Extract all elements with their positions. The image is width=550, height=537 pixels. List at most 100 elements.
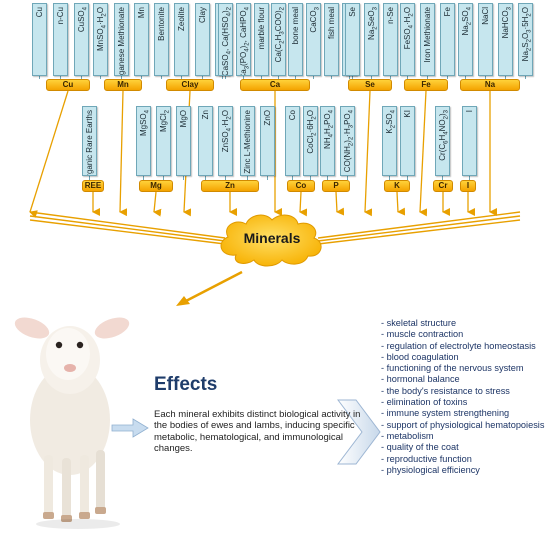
- source-box-cu: n-Cu: [53, 3, 68, 76]
- hub-co: Co: [287, 180, 315, 192]
- source-label: Na2SO4: [460, 7, 473, 36]
- source-label: Mn: [136, 7, 146, 19]
- source-box-clay: Clay: [195, 3, 210, 76]
- hub-connector-p: [335, 191, 345, 216]
- effect-item: - reproductive function: [381, 453, 472, 464]
- source-label: Bentonite: [156, 7, 166, 41]
- arrow-to-effects: [111, 418, 149, 438]
- hub-connector-cu: [29, 90, 69, 218]
- source-label: Na2SeO3: [366, 7, 379, 40]
- source-box-i: I: [462, 106, 477, 176]
- hub-fe: Fe: [404, 79, 448, 91]
- hub-connector-se: [364, 90, 373, 217]
- source-label: Zn: [200, 110, 210, 120]
- source-box-fe: Iron Methionate: [420, 3, 435, 76]
- source-label: Co: [287, 110, 297, 121]
- effect-item: - hormonal balance: [381, 374, 460, 385]
- hub-ree: REE: [82, 180, 104, 192]
- arrow-to-lamb: [176, 270, 243, 306]
- source-box-cr: Cr(C6H4NO2)3: [435, 106, 450, 176]
- source-box-mg: MgCl2: [156, 106, 171, 176]
- source-box-co: Co: [285, 106, 300, 176]
- source-box-fe: FeSO4·H2O: [400, 3, 415, 76]
- source-box-na: NaHCO3: [498, 3, 513, 76]
- source-box-mg: MgSO4: [136, 106, 151, 176]
- source-box-mn: Manganese Methionate: [114, 3, 129, 76]
- effects-chevron: [337, 399, 381, 465]
- source-label: Ca(C2H3COO)2: [273, 7, 286, 63]
- source-label: MgO: [178, 110, 188, 128]
- effects-list: - skeletal structure- muscle contraction…: [381, 318, 549, 476]
- source-label: NaCl: [480, 7, 490, 25]
- source-label: n-Cu: [55, 7, 65, 25]
- source-box-mn: Mn: [134, 3, 149, 76]
- source-label: CoCl2·6H2O: [305, 110, 318, 154]
- effect-item: - physiological efficiency: [381, 464, 480, 475]
- source-label: Cu: [34, 7, 44, 18]
- source-box-p: CO(NH2)2·H3PO4: [340, 106, 355, 176]
- source-label: K2SO4: [384, 110, 397, 134]
- source-label: NH4H2PO4: [322, 110, 335, 149]
- source-label: Zeolite: [176, 7, 186, 32]
- source-label: Organic Rare Earths: [84, 110, 94, 176]
- source-label: FeSO4·H2O: [402, 7, 415, 50]
- source-label: bone meal: [290, 7, 300, 45]
- source-label: Fe: [442, 7, 452, 17]
- source-label: marble flour: [256, 7, 266, 50]
- source-label: NaHCO3: [500, 7, 513, 39]
- source-box-se: n-Se: [383, 3, 398, 76]
- source-box-co: CoCl2·6H2O: [303, 106, 318, 176]
- effect-item: - skeletal structure: [381, 318, 457, 328]
- effects-title: Effects: [154, 374, 218, 395]
- source-label: Iron Methionate: [422, 7, 432, 63]
- source-box-zn: ZnSO4·H2O: [218, 106, 233, 176]
- hub-connector-mg: [153, 191, 162, 217]
- source-box-se: Se: [345, 3, 360, 76]
- source-box-mg: MgO: [176, 106, 191, 176]
- source-label: CO(NH2)2·H3PO4: [342, 110, 355, 173]
- source-label: Cr(C6H4NO2)3: [437, 110, 450, 161]
- source-box-ca: marble flour: [254, 3, 269, 76]
- effect-item: - blood coagulation: [381, 351, 459, 362]
- source-box-fe: Fe: [440, 3, 455, 76]
- source-box-clay: Bentonite: [154, 3, 169, 76]
- source-label: MgCl2: [158, 110, 171, 133]
- source-label: KI: [402, 110, 412, 118]
- source-label: MgSO4: [138, 110, 151, 137]
- lamb-illustration: [14, 317, 130, 529]
- effect-item: - support of physiological hematopoiesis: [381, 419, 545, 430]
- source-label: CaSO4, Ca(HSO4)2: [220, 7, 233, 76]
- source-box-zn: Zinc L-Methionine: [240, 106, 255, 176]
- effect-item: - metabolism: [381, 430, 434, 441]
- source-label: ZnSO4·H2O: [220, 110, 233, 153]
- source-box-ca: CaCO3: [306, 3, 321, 76]
- source-label: Se: [347, 7, 357, 17]
- source-box-ca: fish meal: [324, 3, 339, 76]
- hub-mg: Mg: [139, 180, 173, 192]
- source-box-cu: Cu: [32, 3, 47, 76]
- hub-ca: Ca: [240, 79, 310, 91]
- effects-description: Each mineral exhibits distinct biologica…: [154, 409, 361, 454]
- minerals-label: Minerals: [243, 230, 301, 246]
- source-label: n-Se: [385, 7, 395, 24]
- source-label: Manganese Methionate: [116, 7, 126, 76]
- convergence-lines: [29, 211, 521, 245]
- effect-item: - regulation of electrolyte homeostasis: [381, 340, 536, 351]
- hub-k: K: [384, 180, 410, 192]
- source-box-zn: Zn: [198, 106, 213, 176]
- source-box-k: KI: [400, 106, 415, 176]
- source-label: Na2S2O3·5H2O: [520, 7, 533, 62]
- source-box-ree: Organic Rare Earths: [82, 106, 97, 176]
- effect-item: - muscle contraction: [381, 329, 464, 340]
- source-label: MnSO4·H2O: [95, 7, 108, 52]
- effect-item: - elimination of toxins: [381, 397, 468, 408]
- source-box-na: NaCl: [478, 3, 493, 76]
- effect-item: - quality of the coat: [381, 442, 459, 453]
- hub-mn: Mn: [104, 79, 142, 91]
- effect-item: - the body's resistance to stress: [381, 385, 510, 396]
- source-box-p: NH4H2PO4: [320, 106, 335, 176]
- source-box-se: Na2SeO3: [364, 3, 379, 76]
- source-label: fish meal: [326, 7, 336, 40]
- source-box-ca: Ca(C2H3COO)2: [271, 3, 286, 76]
- source-box-k: K2SO4: [382, 106, 397, 176]
